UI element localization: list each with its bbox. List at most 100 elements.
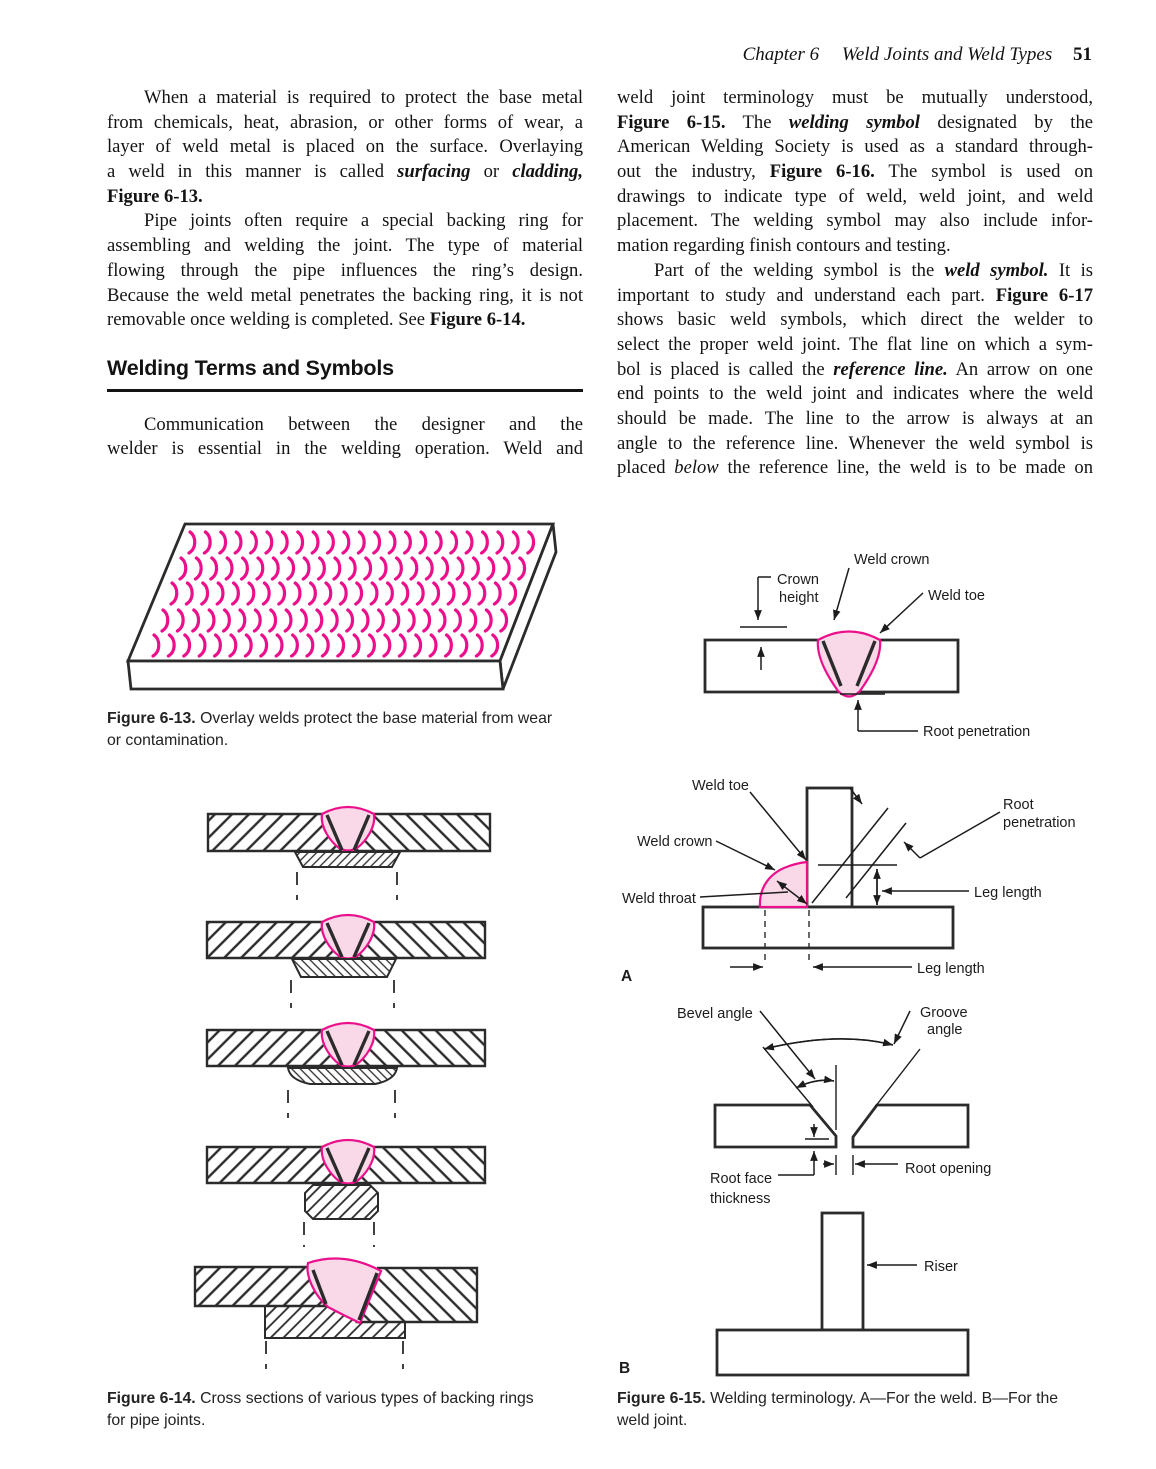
running-head: Chapter 6 Weld Joints and Weld Types 51 <box>107 44 1092 66</box>
text-line: Part of the welding symbol is the weld s… <box>654 259 1093 281</box>
dimension-lines <box>699 787 1001 971</box>
text-line: When a material is required to protect t… <box>144 87 583 108</box>
weld-bead-arc <box>477 581 487 606</box>
weld-bead-arc <box>483 608 493 633</box>
weld-bead-arc <box>336 633 346 658</box>
chapter-title: Weld Joints and Weld Types <box>841 44 1053 65</box>
text-line: welder is essential in the welding opera… <box>107 438 583 460</box>
weld-bead-arc <box>433 530 443 555</box>
weld-bead-arc <box>372 530 382 555</box>
text-line: placement. The welding symbol may also i… <box>617 210 1093 232</box>
weld-bead-arc <box>376 608 385 633</box>
root-penetration-label: Root <box>1003 797 1034 813</box>
weld-bead-arc <box>292 581 302 606</box>
weld-bead-arc <box>270 556 280 581</box>
weld-bead-arc <box>206 608 216 633</box>
weld-bead-arc <box>228 633 238 658</box>
overlay-weld-beads <box>151 530 536 658</box>
section-b-label: B <box>619 1360 630 1377</box>
groove-angle-label: angle <box>927 1022 962 1038</box>
paragraph: Pipe joints often require a special back… <box>107 209 583 332</box>
weld-bead <box>320 913 376 960</box>
weld-bead-arc <box>486 556 496 581</box>
root-penetration-label: Root penetration <box>923 724 1030 740</box>
weld-bead-arc <box>264 530 274 555</box>
weld-bead <box>320 1138 376 1185</box>
weld-bead-arc <box>347 556 357 581</box>
weld-bead-arc <box>279 530 289 555</box>
text-line: a weld in this manner is called surfacin… <box>107 161 583 183</box>
figure-label: Figure 6-14. <box>107 1390 196 1407</box>
weld-bead-arc <box>224 556 234 581</box>
weld-bead-arc <box>440 556 450 581</box>
riser-joint-diagram-b2: Riser B <box>619 1211 970 1377</box>
weld-bead-arc <box>418 530 428 555</box>
crown-height-label: Crown <box>777 572 819 588</box>
weld-bead-arc <box>283 608 293 633</box>
paragraph: weld joint terminology must be mutually … <box>617 86 1093 259</box>
figure-6-13-caption: Figure 6-13. Overlay welds protect the b… <box>107 708 585 751</box>
figure-label: Figure 6-15. <box>617 1390 706 1407</box>
weld-bead-arc <box>422 608 432 633</box>
weld-bead-arc <box>231 581 240 606</box>
weld-bead-arc <box>274 633 284 658</box>
text-line: layer of weld metal is placed on the sur… <box>107 136 583 158</box>
weld-bead-arc <box>413 633 423 658</box>
weld-bead-arc <box>517 556 527 581</box>
backing-ring-cross-section-1 <box>206 805 492 900</box>
caption-text: Welding terminology. A—For the weld. B—F… <box>710 1390 1059 1407</box>
weld-bead-arc <box>215 581 225 606</box>
root-opening-label: Root opening <box>905 1161 991 1177</box>
text-line: drawings to indicate type of weld, weld … <box>617 185 1093 207</box>
weld-bead-arc <box>166 633 176 658</box>
text-line: angle to the reference line. Whenever th… <box>617 432 1093 454</box>
weld-bead-arc <box>397 633 407 658</box>
fillet-weld-diagram-a: Weld toe Weld crown Weld throat Root pen… <box>621 778 1076 985</box>
text-line: important to study and understand each p… <box>617 284 1093 306</box>
weld-bead-arc <box>187 530 197 555</box>
weld-bead-arc <box>314 608 324 633</box>
weld-bead-arc <box>295 530 305 555</box>
weld-bead-arc <box>233 530 243 555</box>
weld-bead-arc <box>495 530 505 555</box>
weld-bead-arc <box>237 608 247 633</box>
text-line: American Welding Society is used as a st… <box>617 136 1093 158</box>
weld-bead-arc <box>209 556 219 581</box>
weld-bead-arc <box>268 608 278 633</box>
leg-length-label: Leg length <box>917 961 985 977</box>
backing-ring <box>293 851 402 868</box>
backing-ring-cross-section-3 <box>205 1021 487 1118</box>
weld-bead-arc <box>453 608 462 633</box>
text-line: placed below the reference line, the wel… <box>617 457 1093 479</box>
weld-bead-arc <box>222 608 231 633</box>
page-number: 51 <box>1073 44 1092 65</box>
weld-bead-arc <box>446 581 456 606</box>
caption-text: or contamination. <box>107 731 229 749</box>
weld-bead-arc <box>431 581 441 606</box>
weld-bead-arc <box>320 633 330 658</box>
weld-bead-arc <box>332 556 342 581</box>
paragraph: Communication between the designer and t… <box>107 413 583 462</box>
backing-ring-cross-section-5 <box>193 1257 479 1369</box>
weld-bead-arc <box>492 581 502 606</box>
weld-toe-label: Weld toe <box>692 778 749 794</box>
weld-bead-arc <box>182 633 192 658</box>
weld-bead-arc <box>191 608 201 633</box>
weld-bead-arc <box>501 556 511 581</box>
dimension-lines <box>740 567 924 732</box>
weld-bead-arc <box>437 608 447 633</box>
text-line: select the proper weld joint. The flat l… <box>617 333 1093 355</box>
weld-bead-arc <box>428 633 438 658</box>
weld-bead-arc <box>406 608 416 633</box>
weld-bead-arc <box>193 556 203 581</box>
text-line: Communication between the designer and t… <box>144 413 583 435</box>
weld-bead-arc <box>341 530 351 555</box>
weld-bead-arc <box>151 633 161 658</box>
backing-ring <box>286 1067 399 1085</box>
caption-text: for pipe joints. <box>107 1411 206 1429</box>
text-line: weld joint terminology must be mutually … <box>617 87 1093 108</box>
weld-bead-arc <box>184 581 194 606</box>
weld-bead-arc <box>213 633 222 658</box>
bevel-angle-label: Bevel angle <box>677 1006 753 1022</box>
weld-bead-arc <box>329 608 339 633</box>
